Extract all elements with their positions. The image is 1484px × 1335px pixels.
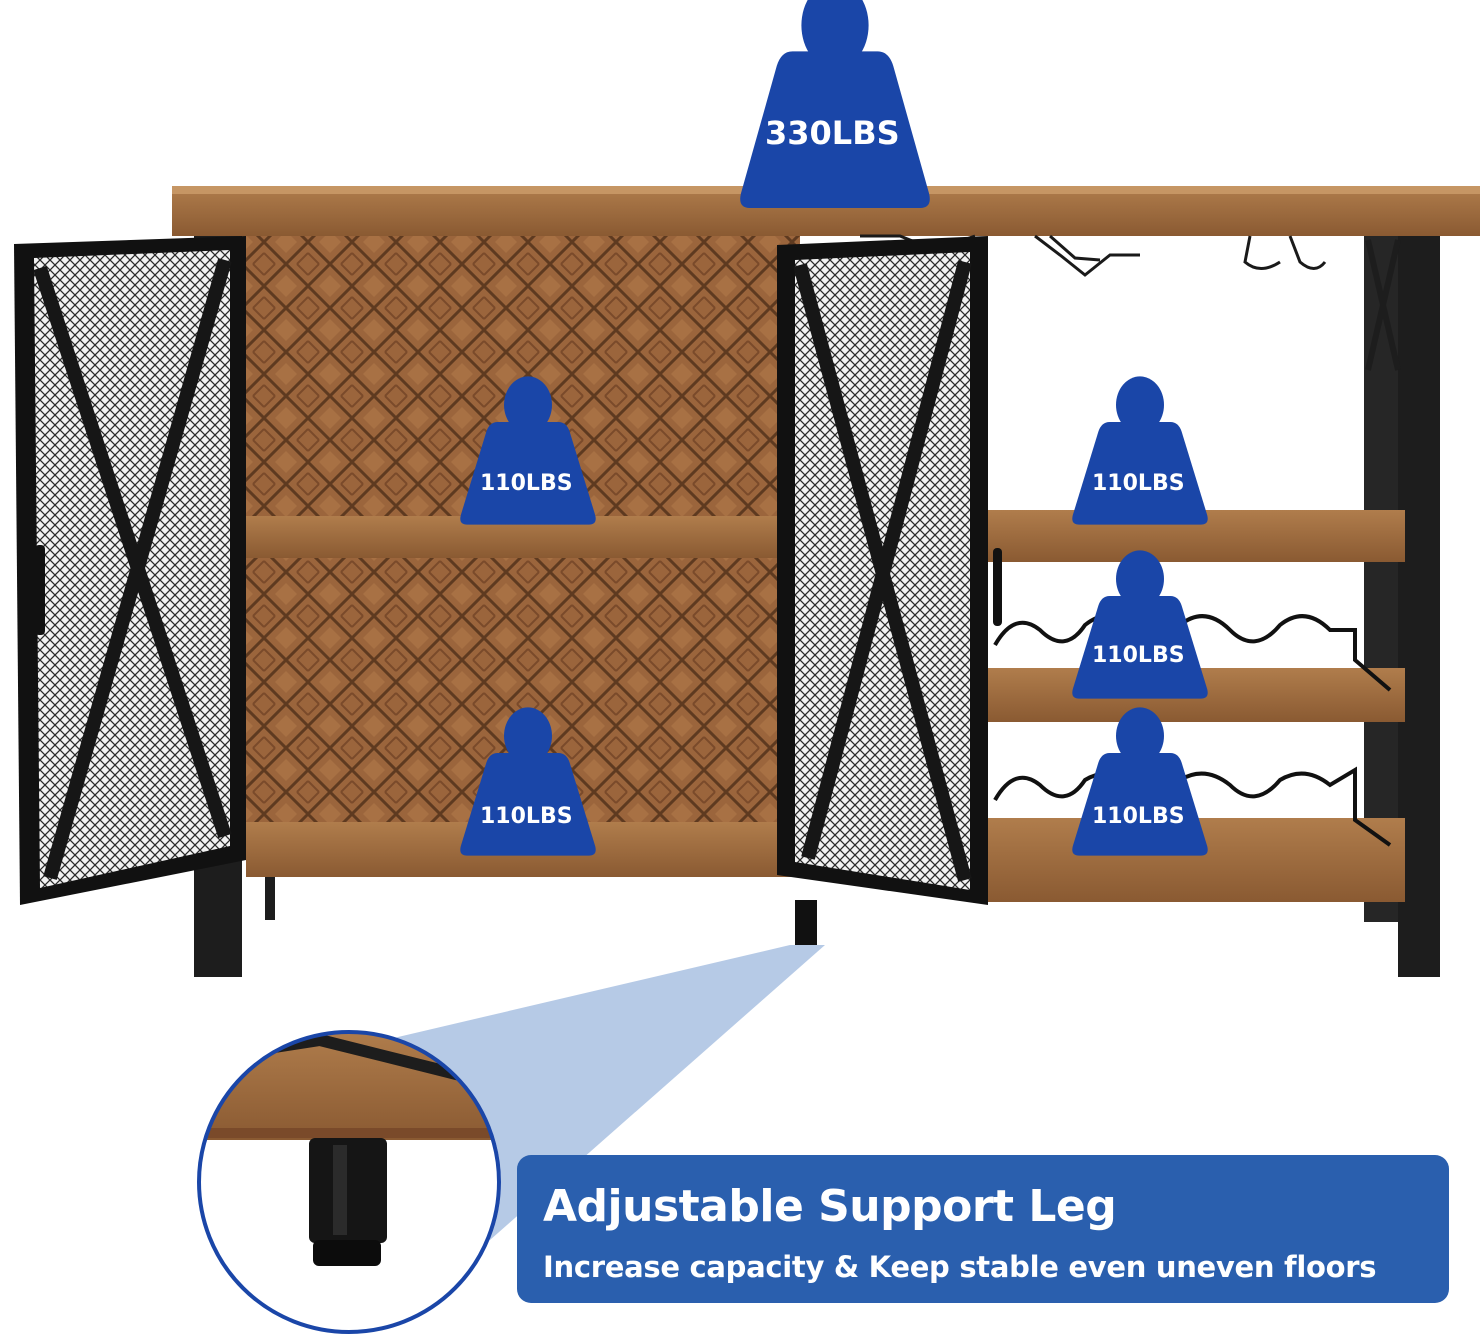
feature-title: Adjustable Support Leg [543, 1181, 1117, 1232]
weight-icon: 110LBS [1072, 707, 1208, 856]
glass-holder [1034, 234, 1327, 277]
weight-icon: 110LBS [1072, 550, 1208, 699]
feature-subtitle: Increase capacity & Keep stable even une… [543, 1250, 1377, 1284]
svg-text:110LBS: 110LBS [480, 471, 573, 496]
svg-text:110LBS: 110LBS [1092, 643, 1185, 668]
feature-banner: Adjustable Support Leg Increase capacity… [517, 1155, 1449, 1303]
weight-icon: 330LBS [740, 0, 930, 208]
svg-text:330LBS: 330LBS [765, 114, 900, 152]
svg-text:110LBS: 110LBS [1092, 804, 1185, 829]
adjustable-leg-detail [309, 1138, 387, 1243]
left-mesh-door [14, 236, 246, 905]
svg-text:110LBS: 110LBS [480, 804, 573, 829]
right-mesh-door [777, 236, 1002, 905]
svg-text:110LBS: 110LBS [1092, 471, 1185, 496]
weight-icon: 110LBS [460, 707, 596, 856]
wine-cabinet [14, 186, 1480, 977]
weight-icon: 110LBS [460, 376, 596, 525]
detail-zoom-circle [197, 1030, 501, 1334]
weight-icon: 110LBS [1072, 376, 1208, 525]
